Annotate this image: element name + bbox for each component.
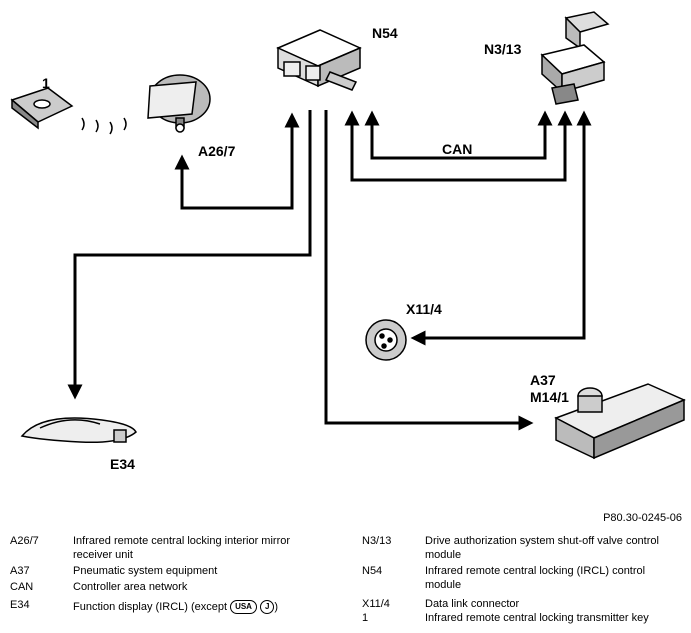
label-m14-1: M14/1 [530,389,569,405]
label-a37: A37 [530,372,556,388]
link-n54-a26-7 [174,112,300,210]
legend-code: X11/4 [362,598,390,610]
link-n54-e34 [67,110,312,400]
legend-desc: Pneumatic system equipment [73,565,218,577]
legend-code: N54 [362,565,383,577]
label-n54: N54 [372,25,398,41]
legend-desc: Drive authorization system shut-off valv… [425,535,659,561]
legend-code: A37 [10,565,30,577]
n54-module [276,29,362,91]
n3-13-module [540,11,610,105]
ir-signal-waves [81,117,127,135]
x11-4-connector [365,319,407,361]
figure-code: P80.30-0245-06 [603,512,682,524]
a37-pneumatic-unit [554,383,686,460]
e34-door-handle [20,417,137,444]
legend-desc: Controller area network [73,581,188,593]
japan-badge: J [259,600,275,615]
legend-desc: Function display (IRCL) (except [73,601,228,613]
legend-code: N3/13 [362,535,392,547]
legend-close-paren: ) [274,601,279,613]
wiring-diagram: N54 N3/13 1 A26/7 CAN X11/4 A37 M14/1 E3… [10,11,686,472]
legend-desc: Infrared remote central locking interior… [73,535,291,561]
legend-code: A26/7 [10,535,39,547]
legend-code: 1 [362,612,369,624]
label-can: CAN [442,141,472,157]
legend-desc: Data link connector [425,598,520,610]
label-1: 1 [42,75,50,91]
link-n54-a37 [324,110,534,431]
usa-badge: USA [230,600,257,615]
a26-7-mirror-receiver [147,74,211,133]
transmitter-key [10,87,74,130]
label-x11-4: X11/4 [406,301,442,317]
legend-desc: Infrared remote central locking transmit… [425,612,649,624]
legend-code: CAN [10,581,34,593]
legend-desc: Infrared remote central locking (IRCL) c… [425,565,646,591]
legend-code: E34 [10,599,30,611]
link-n3-13-x11-4 [410,110,592,346]
label-n3-13: N3/13 [484,41,522,57]
label-a26-7: A26/7 [198,143,236,159]
label-e34: E34 [110,456,135,472]
